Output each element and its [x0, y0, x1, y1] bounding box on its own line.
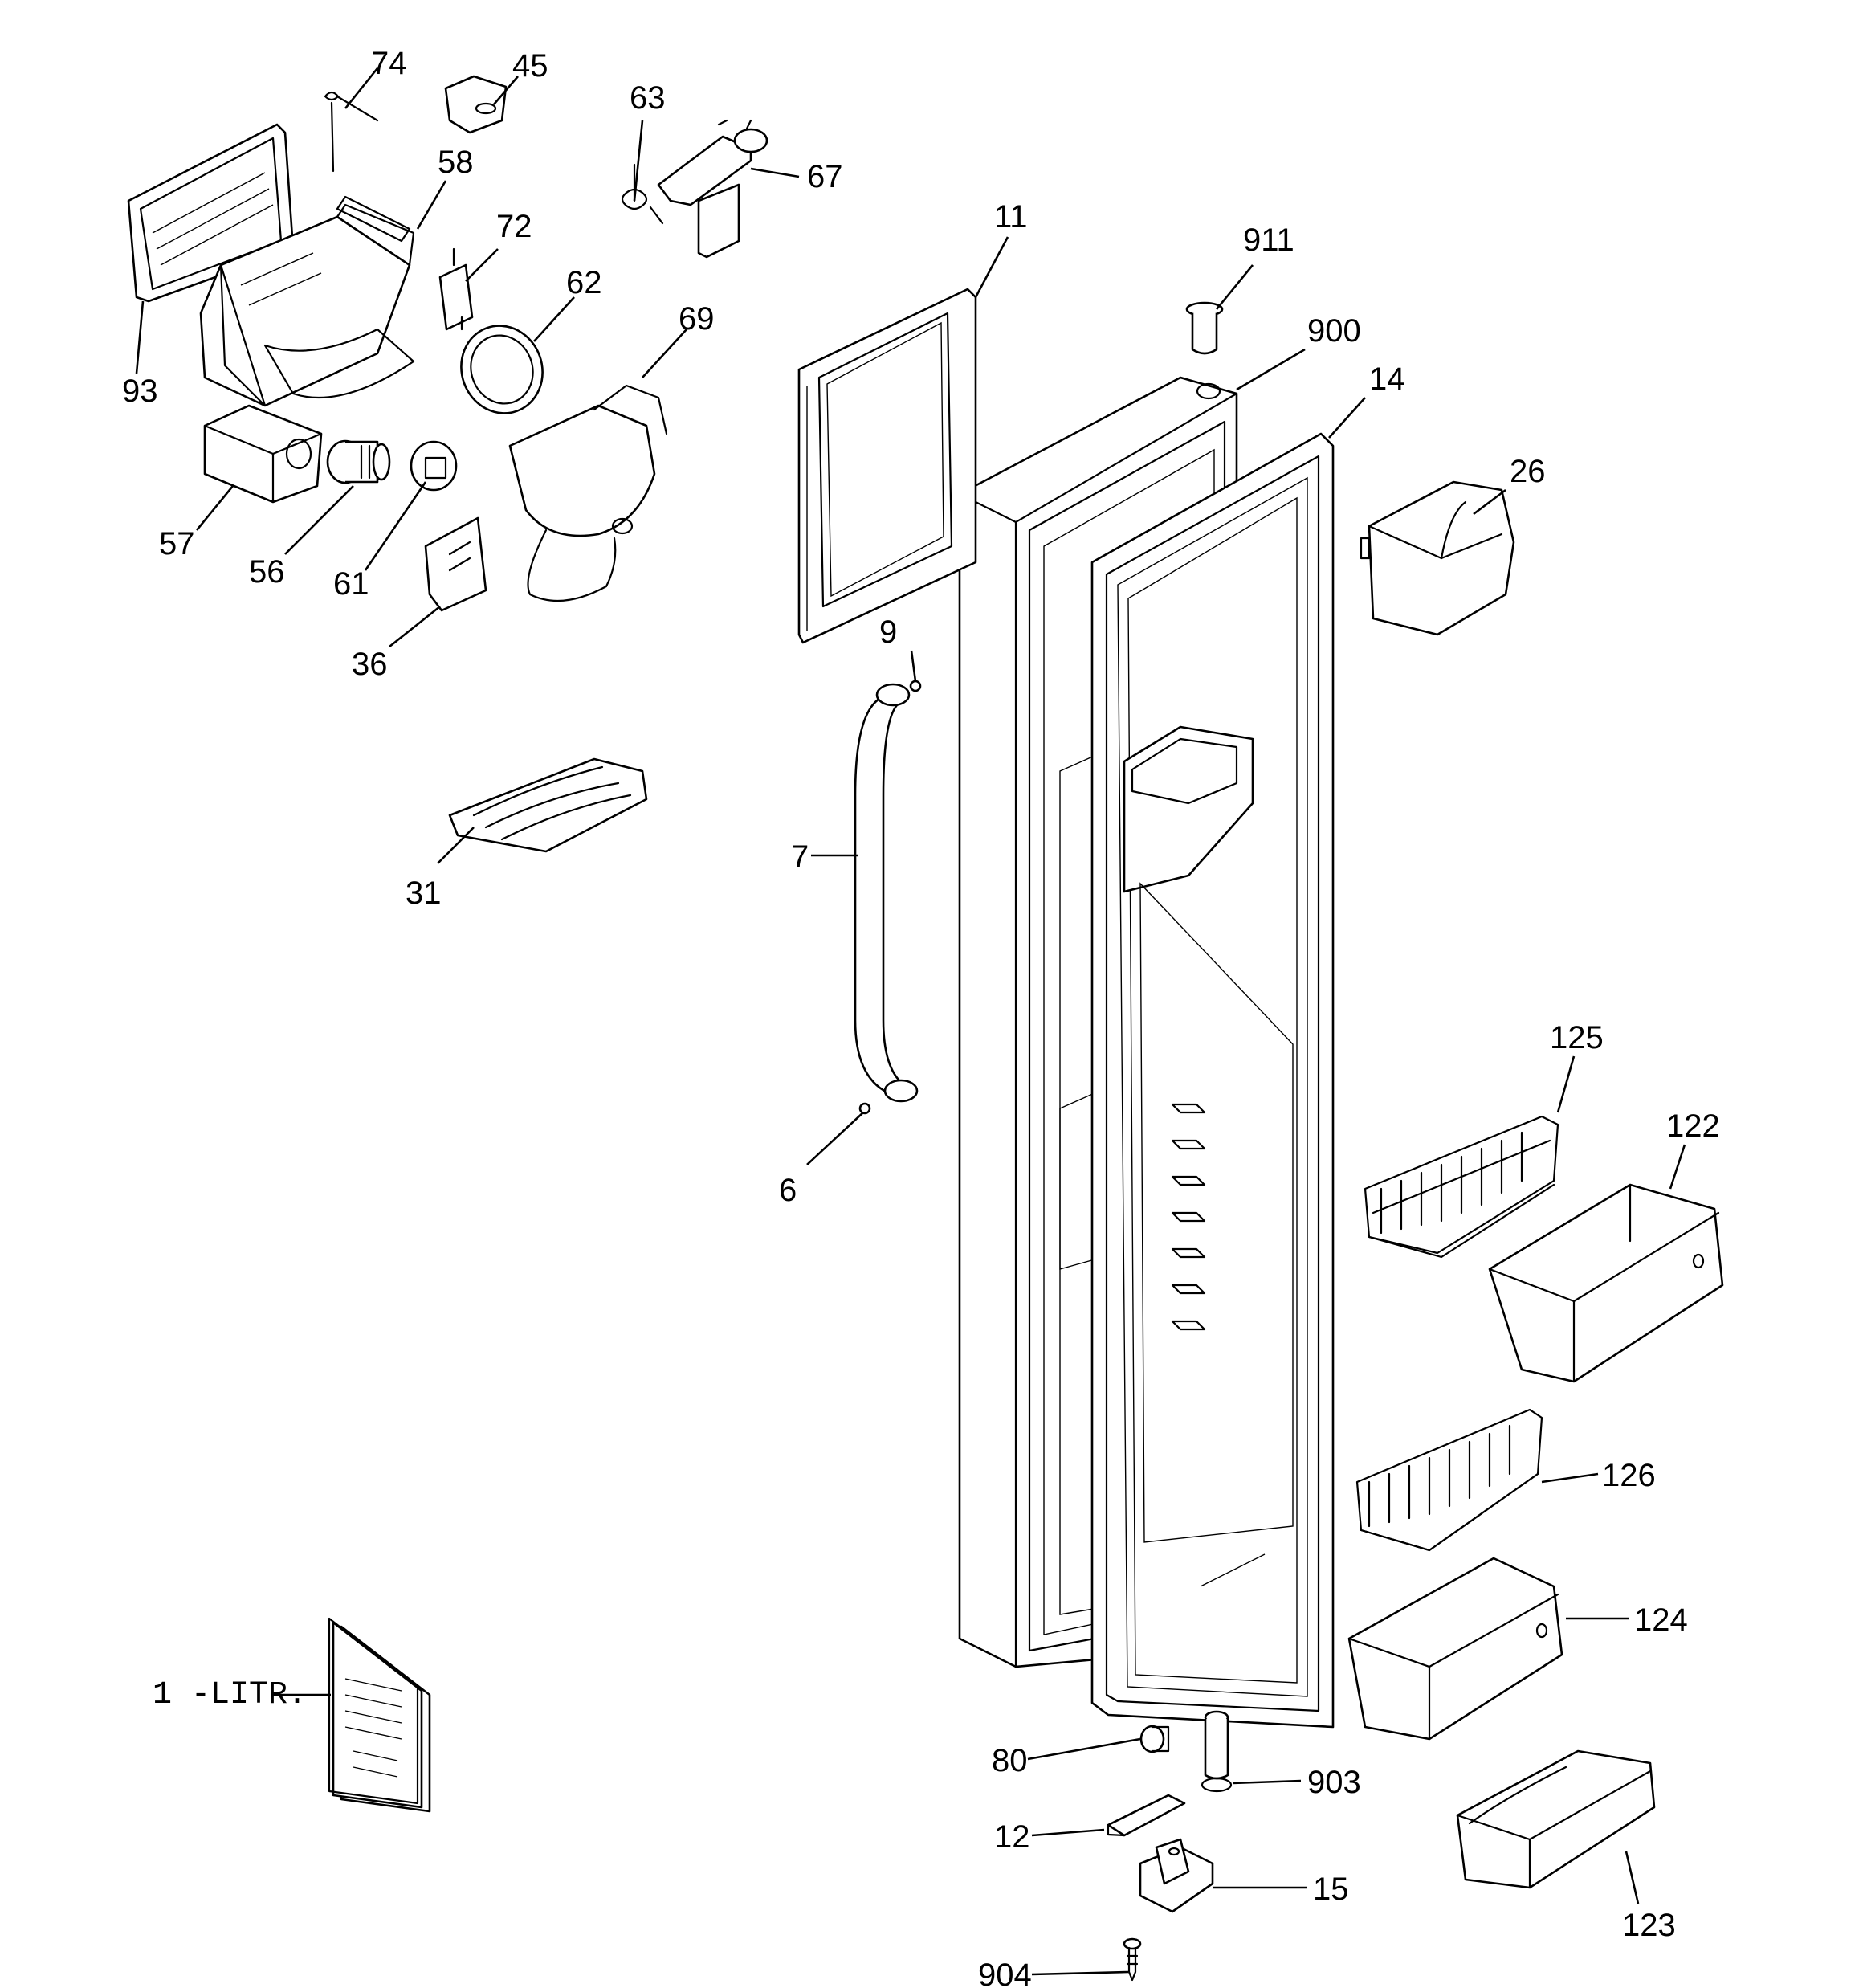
spring-63	[621, 163, 664, 225]
screw-904	[1123, 1937, 1142, 1982]
callout-93: 93	[122, 374, 158, 409]
hinge-bracket-36	[424, 516, 487, 612]
hinge-plate-12	[1107, 1794, 1186, 1837]
callout-14: 14	[1369, 361, 1405, 397]
callout-labels: 74 45 63 67 58 72 62 69 93 57 56 61 36 3…	[122, 46, 1720, 1988]
pin-903	[1201, 1710, 1233, 1793]
callout-123: 123	[1622, 1908, 1676, 1943]
leader-lines	[135, 67, 1686, 1976]
spring-74	[324, 91, 379, 173]
callout-80: 80	[992, 1743, 1028, 1778]
callout-6: 6	[779, 1173, 797, 1208]
callout-900: 900	[1307, 313, 1361, 349]
drip-tray-31	[448, 757, 648, 853]
callout-122: 122	[1666, 1108, 1720, 1144]
callout-69: 69	[679, 301, 715, 337]
screw-9	[909, 680, 922, 692]
screw-6	[858, 1102, 871, 1115]
callout-45: 45	[512, 48, 548, 84]
switch-72	[438, 247, 474, 331]
actuator-67	[657, 119, 768, 259]
shelf-studs	[1171, 1103, 1206, 1331]
wire-shelf-125	[1364, 1115, 1559, 1259]
hinge-15	[1139, 1838, 1214, 1913]
bushing-80	[1139, 1725, 1170, 1753]
chute-69	[508, 384, 668, 602]
callout-63: 63	[630, 80, 666, 116]
motor-cover-57	[203, 404, 323, 504]
callout-1-litr: 1 -LITR.	[153, 1677, 307, 1713]
callout-57: 57	[159, 526, 195, 561]
callout-56: 56	[249, 554, 285, 590]
callout-74: 74	[371, 46, 407, 81]
callout-7: 7	[791, 839, 809, 875]
callout-125: 125	[1550, 1020, 1604, 1055]
callout-124: 124	[1634, 1602, 1688, 1638]
callout-61: 61	[333, 566, 369, 602]
callout-15: 15	[1313, 1872, 1349, 1907]
door-handle	[854, 683, 919, 1103]
flow-tube-911	[1185, 301, 1224, 355]
ice-bucket-26	[1360, 480, 1515, 636]
callout-26: 26	[1510, 454, 1546, 489]
callout-62: 62	[566, 265, 602, 300]
dispenser-recess-frame	[797, 288, 977, 644]
callout-12: 12	[994, 1819, 1030, 1855]
callout-9: 9	[879, 614, 897, 650]
callout-72: 72	[496, 209, 532, 244]
door-gasket	[1090, 432, 1335, 1729]
callout-36: 36	[352, 647, 388, 682]
literature-booklet	[328, 1617, 431, 1813]
callout-31: 31	[406, 876, 442, 911]
bracket-45	[444, 75, 508, 134]
dispenser-housing-58	[199, 195, 415, 407]
lamp-56	[326, 439, 391, 484]
bin-124	[1347, 1557, 1563, 1741]
socket-61	[410, 440, 458, 492]
callout-903: 903	[1307, 1765, 1361, 1800]
callout-11: 11	[994, 199, 1028, 235]
callout-58: 58	[438, 145, 474, 180]
wire-shelf-126	[1355, 1408, 1543, 1552]
callout-904: 904	[978, 1957, 1032, 1988]
callout-67: 67	[807, 159, 843, 194]
callout-911: 911	[1243, 222, 1294, 258]
callout-126: 126	[1602, 1458, 1656, 1493]
bin-122	[1488, 1183, 1724, 1383]
bin-123	[1456, 1749, 1656, 1889]
ring-62	[460, 325, 544, 414]
